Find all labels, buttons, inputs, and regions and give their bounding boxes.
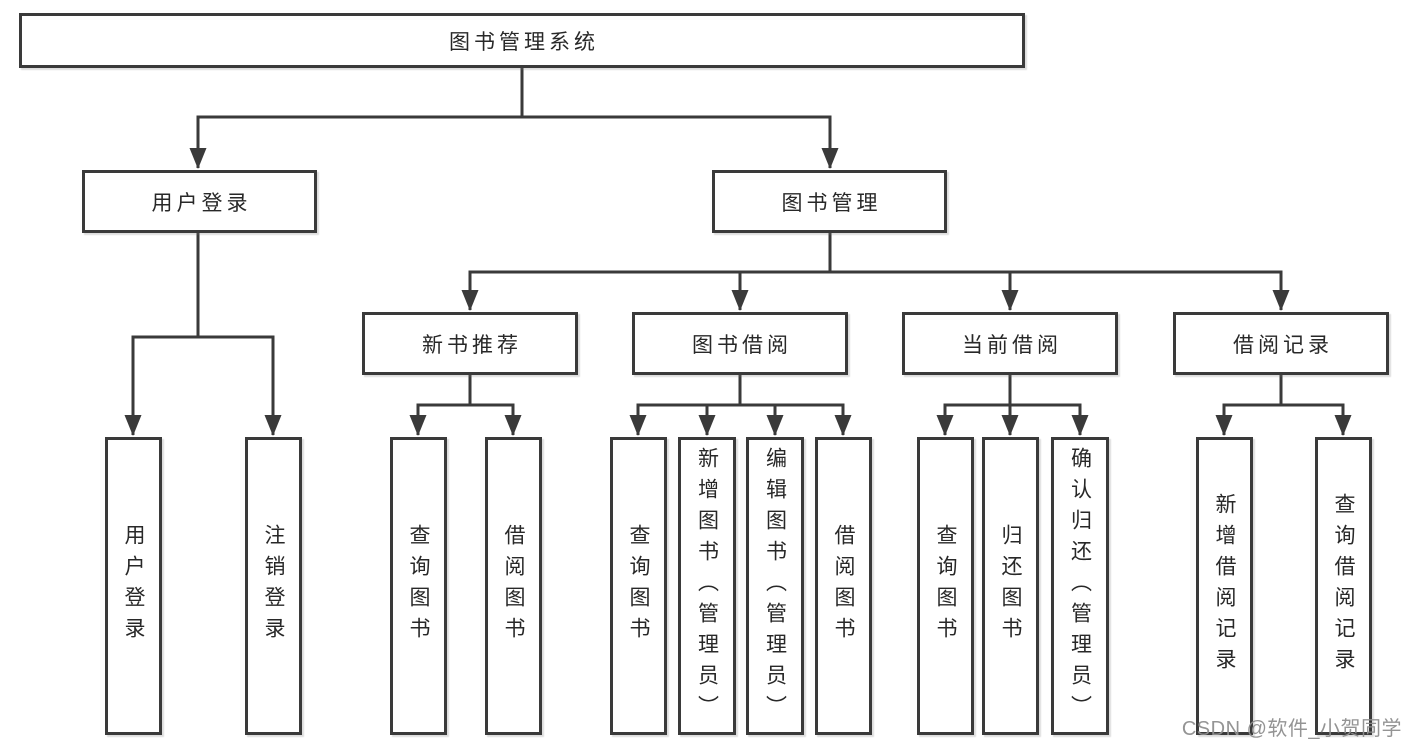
leaf-records-add-record: 新增借阅记录 <box>1196 437 1253 735</box>
leaf-current-return-books: 归还图书 <box>982 437 1039 735</box>
leaf-recommend-query-books: 查询图书 <box>390 437 447 735</box>
leaf-records-query-record: 查询借阅记录 <box>1315 437 1372 735</box>
leaf-borrow-query-books: 查询图书 <box>610 437 667 735</box>
leaf-logout: 注销登录 <box>245 437 302 735</box>
leaf-user-login: 用户登录 <box>105 437 162 735</box>
node-current-borrow: 当前借阅 <box>902 312 1118 375</box>
leaf-borrow-add-books-admin: 新增图书（管理员） <box>678 437 736 735</box>
connector-new-book-recommend-children <box>409 375 522 436</box>
node-borrow-records: 借阅记录 <box>1173 312 1389 375</box>
connector-book-borrow-children <box>629 375 852 436</box>
leaf-borrow-borrow-books: 借阅图书 <box>815 437 872 735</box>
node-book-borrow: 图书借阅 <box>632 312 848 375</box>
connector-root-branches <box>189 68 839 169</box>
leaf-borrow-edit-books-admin: 编辑图书（管理员） <box>746 437 804 735</box>
watermark: CSDN @软件_小贺同学 <box>1181 718 1402 740</box>
leaf-current-confirm-return-admin: 确认归还（管理员） <box>1051 437 1109 735</box>
connector-book-management-children <box>461 233 1290 311</box>
node-new-book-recommend: 新书推荐 <box>362 312 578 375</box>
leaf-current-query-books: 查询图书 <box>917 437 974 735</box>
connector-current-borrow-children <box>936 375 1089 436</box>
node-user-login: 用户登录 <box>82 170 317 233</box>
connector-borrow-records-children <box>1215 375 1352 436</box>
node-book-management: 图书管理 <box>712 170 947 233</box>
leaf-recommend-borrow-books: 借阅图书 <box>485 437 542 735</box>
node-root-system: 图书管理系统 <box>19 13 1025 68</box>
connector-user-login-children <box>124 233 282 436</box>
